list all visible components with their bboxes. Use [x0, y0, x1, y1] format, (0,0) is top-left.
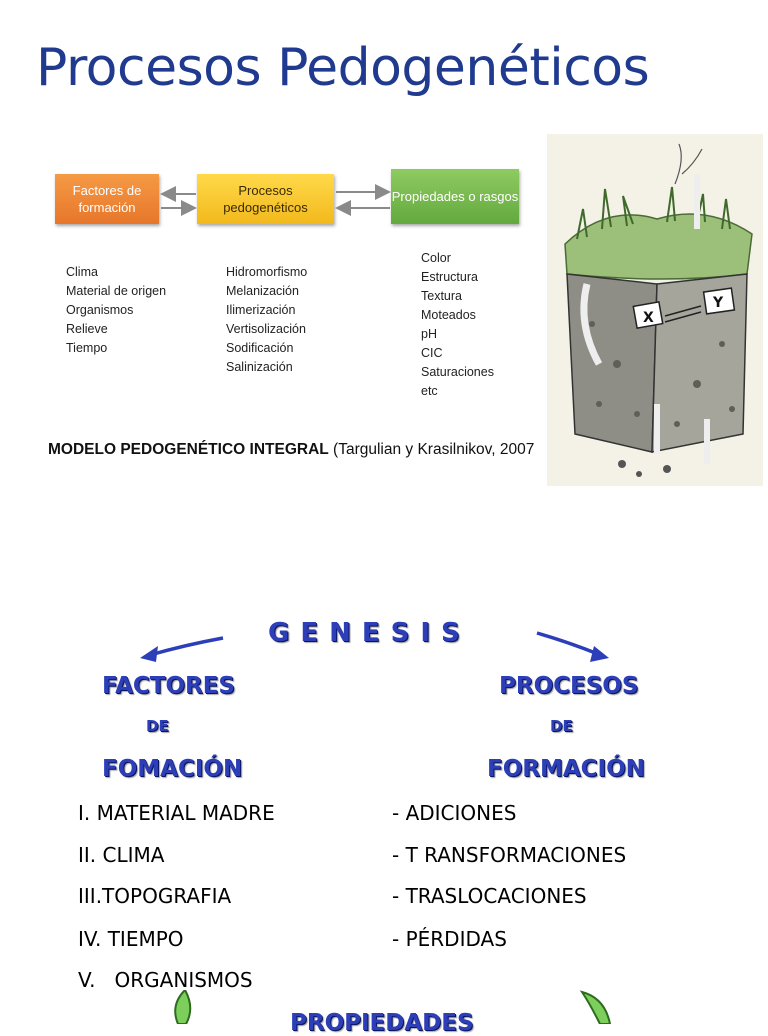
propiedades-list: Color Estructura Textura Moteados pH CIC… [421, 249, 494, 401]
factor-item: V. ORGANISMOS [78, 968, 253, 992]
list-item: Tiempo [66, 341, 108, 355]
procesos-box: Procesos pedogenéticos [197, 174, 334, 224]
list-item: Material de origen [66, 284, 167, 298]
list-item: CIC [421, 346, 443, 360]
list-item: Organismos [66, 303, 134, 317]
list-item: Sodificación [226, 341, 294, 355]
list-item: Relieve [66, 322, 108, 336]
factores-box: Factores de formación [55, 174, 159, 224]
list-item: Moteados [421, 308, 476, 322]
propiedades-box: Propiedades o rasgos [391, 169, 519, 224]
list-item: Salinización [226, 360, 293, 374]
list-item: Textura [421, 289, 462, 303]
factor-item: I. MATERIAL MADRE [78, 801, 275, 825]
soil-block-illustration: X Y [547, 134, 763, 486]
formacion-heading: FORMACIÓN [487, 756, 645, 782]
list-item: Color [421, 251, 451, 265]
procesos-de: DE [550, 717, 573, 735]
procesos-heading: PROCESOS [499, 673, 639, 699]
list-item: Vertisolización [226, 322, 306, 336]
factores-heading: FACTORES [102, 673, 235, 699]
arrow-left-genesis [149, 636, 224, 657]
proceso-item: - TRASLOCACIONES [392, 884, 587, 908]
list-item: Clima [66, 265, 98, 279]
caption-bold: MODELO PEDOGENÉTICO INTEGRAL [48, 441, 329, 458]
factores-de: DE [146, 717, 169, 735]
proceso-item: - PÉRDIDAS [392, 927, 507, 951]
x-label: X [643, 310, 654, 326]
proceso-item: - T RANSFORMACIONES [392, 843, 627, 867]
genesis-arrows [140, 631, 609, 662]
genesis-title: GENESIS [268, 618, 471, 648]
list-item: Hidromorfismo [226, 265, 308, 279]
model-caption: MODELO PEDOGENÉTICO INTEGRAL (Targulian … [48, 441, 534, 459]
factor-item: IV. TIEMPO [78, 927, 184, 951]
caption-rest: (Targulian y Krasilnikov, 2007 [328, 441, 535, 458]
right-leaf-icon [579, 990, 612, 1024]
list-item: Ilimerización [226, 303, 296, 317]
list-item: etc [421, 384, 438, 398]
procesos-list: Hidromorfismo Melanización Ilimerización… [226, 263, 307, 377]
diagram-arrows [160, 184, 391, 216]
factor-item: II. CLIMA [78, 843, 165, 867]
slide-title: Procesos Pedogenéticos [36, 38, 650, 98]
list-item: pH [421, 327, 437, 341]
proceso-item: - ADICIONES [392, 801, 517, 825]
list-item: Melanización [226, 284, 299, 298]
list-item: Saturaciones [421, 365, 494, 379]
arrow-right-genesis [536, 631, 599, 656]
left-leaf-icon [174, 990, 192, 1024]
y-label: Y [712, 295, 724, 311]
list-item: Estructura [421, 270, 478, 284]
fomacion-heading: FOMACIÓN [102, 756, 243, 782]
factores-list: Clima Material de origen Organismos Reli… [66, 263, 166, 358]
leaf-decorations [174, 990, 612, 1024]
factor-item: III.TOPOGRAFIA [78, 884, 232, 908]
